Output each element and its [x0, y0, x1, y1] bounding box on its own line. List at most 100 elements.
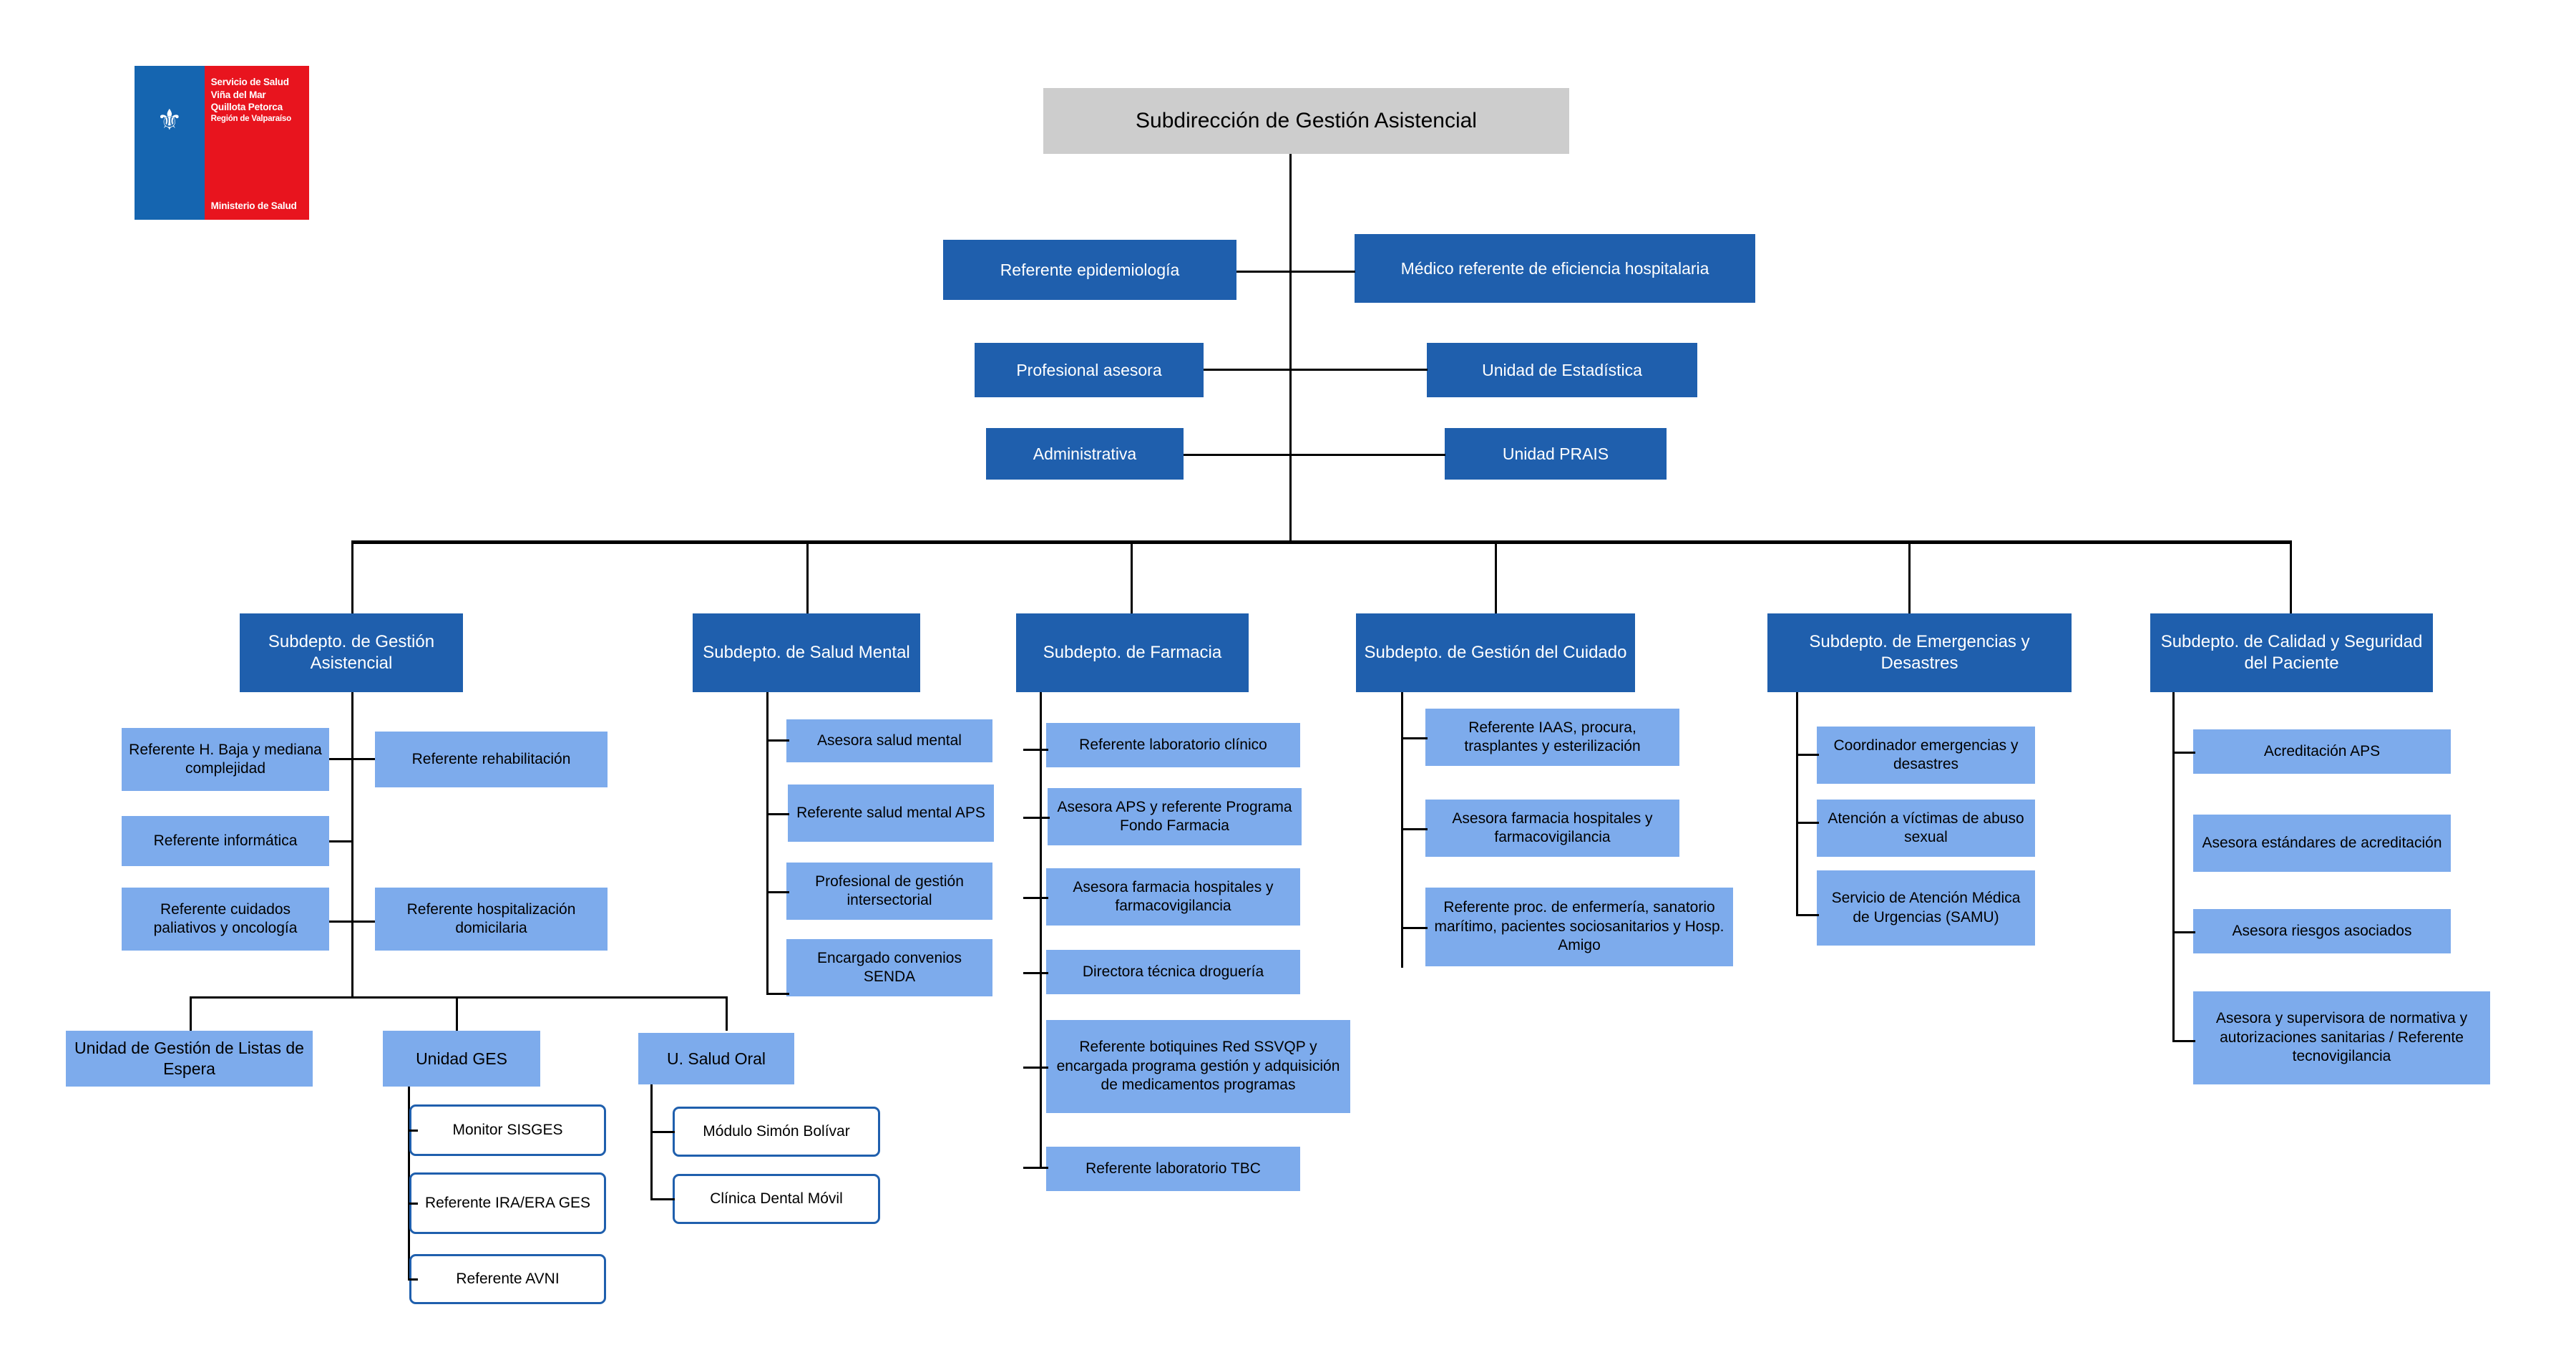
department-node-salud-mental[interactable]: Subdepto. de Salud Mental	[693, 613, 920, 692]
unit-node-salud-oral[interactable]: U. Salud Oral	[638, 1033, 794, 1084]
salud-oral-leaf-connector-0	[650, 1131, 675, 1133]
dept5-child-label-0: Acreditación APS	[2263, 742, 2381, 759]
dept5-child-label-1: Asesora estándares de acreditación	[2202, 834, 2442, 851]
child-asesora-aps-fondo-farmacia[interactable]: Asesora APS y referente Programa Fondo F…	[1048, 788, 1302, 845]
dept0-unit-drop-0	[190, 996, 192, 1031]
department-node-emergencias-desastres[interactable]: Subdepto. de Emergencias y Desastres	[1767, 613, 2072, 692]
coat-of-arms-icon: ⚜	[156, 104, 182, 136]
child-asesora-salud-mental[interactable]: Asesora salud mental	[786, 719, 992, 762]
child-referente-salud-mental-aps[interactable]: Referente salud mental APS	[788, 785, 994, 842]
child-referente-laboratorio-clinico[interactable]: Referente laboratorio clínico	[1046, 723, 1300, 767]
child-acreditacion-aps[interactable]: Acreditación APS	[2193, 729, 2451, 774]
dept4-child-label-2: Servicio de Atención Médica de Urgencias…	[1831, 890, 2021, 926]
dept0-connector-3	[329, 921, 375, 923]
staff-left-profesional-asesora[interactable]: Profesional asesora	[975, 343, 1204, 397]
unit-node-gestion-listas-espera[interactable]: Unidad de Gestión de Listas de Espera	[66, 1031, 313, 1087]
dept3-connector-0	[1401, 737, 1428, 739]
root-node-label: Subdirección de Gestión Asistencial	[1136, 109, 1477, 133]
child-samu[interactable]: Servicio de Atención Médica de Urgencias…	[1817, 870, 2035, 946]
child-asesora-farmacia-hospitales-farmacovigilancia[interactable]: Asesora farmacia hospitales y farmacovig…	[1046, 868, 1300, 926]
logo-blue-panel: ⚜	[135, 66, 205, 220]
leaf-monitor-sisges[interactable]: Monitor SISGES	[409, 1104, 606, 1156]
staff-right-label-1: Unidad de Estadística	[1482, 360, 1642, 379]
staff-right-label-2: Unidad PRAIS	[1502, 444, 1609, 463]
dept0-child-label-1: Referente rehabilitación	[411, 750, 571, 767]
dept0-child-label-3: Referente cuidados paliativos y oncologí…	[153, 900, 298, 936]
staff-right-unidad-prais[interactable]: Unidad PRAIS	[1445, 428, 1667, 480]
dept0-unit-label-1: Unidad GES	[416, 1049, 507, 1068]
child-asesora-estandares-acreditacion[interactable]: Asesora estándares de acreditación	[2193, 815, 2451, 872]
department-label-1: Subdepto. de Salud Mental	[703, 642, 910, 662]
child-referente-botiquines-ssvqp[interactable]: Referente botiquines Red SSVQP y encarga…	[1046, 1020, 1350, 1113]
ges-leaf-connector-2	[408, 1278, 418, 1281]
logo-red-panel: Servicio de Salud Viña del Mar Quillota …	[204, 66, 309, 220]
child-asesora-riesgos-asociados[interactable]: Asesora riesgos asociados	[2193, 909, 2451, 953]
root-node-subdireccion[interactable]: Subdirección de Gestión Asistencial	[1043, 88, 1569, 154]
department-node-gestion-asistencial[interactable]: Subdepto. de Gestión Asistencial	[240, 613, 463, 692]
department-node-farmacia[interactable]: Subdepto. de Farmacia	[1016, 613, 1249, 692]
staff-left-label-1: Profesional asesora	[1016, 360, 1162, 379]
child-referente-hospitalizacion-domicilaria[interactable]: Referente hospitalización domicilaria	[375, 888, 608, 951]
salud-oral-leaf-connector-1	[650, 1198, 675, 1200]
dept2-connector-1	[1023, 817, 1050, 819]
dept2-connector-0	[1023, 749, 1048, 751]
dept3-child-label-1: Asesora farmacia hospitales y farmacovig…	[1452, 810, 1653, 845]
child-asesora-farmacia-hospitales-cuidado[interactable]: Asesora farmacia hospitales y farmacovig…	[1425, 800, 1679, 857]
ges-leaf-connector-1	[408, 1203, 418, 1205]
dept0-child-label-2: Referente informática	[153, 832, 298, 849]
child-referente-h-baja-mediana[interactable]: Referente H. Baja y mediana complejidad	[122, 728, 329, 791]
dept4-connector-0	[1796, 754, 1819, 756]
child-asesora-supervisora-normativa[interactable]: Asesora y supervisora de normativa y aut…	[2193, 991, 2490, 1084]
dept4-child-label-1: Atención a víctimas de abuso sexual	[1828, 810, 2024, 845]
dept0-unit-label-2: U. Salud Oral	[666, 1049, 766, 1068]
leaf-clinica-dental-movil[interactable]: Clínica Dental Móvil	[673, 1174, 880, 1224]
child-referente-laboratorio-tbc[interactable]: Referente laboratorio TBC	[1046, 1147, 1300, 1191]
staff-left-referente-epidemiologia[interactable]: Referente epidemiología	[943, 240, 1236, 300]
staff-right-unidad-estadistica[interactable]: Unidad de Estadística	[1427, 343, 1697, 397]
child-referente-iaas-procura[interactable]: Referente IAAS, procura, trasplantes y e…	[1425, 709, 1679, 766]
department-node-calidad-seguridad[interactable]: Subdepto. de Calidad y Seguridad del Pac…	[2150, 613, 2433, 692]
dept0-connector-0	[329, 758, 375, 760]
staff-connector-row-2	[1184, 454, 1445, 456]
department-bus	[351, 540, 2291, 544]
child-atencion-victimas-abuso-sexual[interactable]: Atención a víctimas de abuso sexual	[1817, 800, 2035, 857]
staff-connector-row-1	[1204, 369, 1428, 371]
ges-leaf-label-0: Monitor SISGES	[452, 1121, 563, 1138]
dept4-spine	[1796, 692, 1798, 916]
child-profesional-gestion-intersectorial[interactable]: Profesional de gestión intersectorial	[786, 863, 992, 920]
logo-line-2: Viña del Mar	[210, 89, 266, 100]
leaf-referente-ira-era-ges[interactable]: Referente IRA/ERA GES	[409, 1172, 606, 1234]
dept3-connector-1	[1401, 828, 1428, 830]
dept2-child-label-4: Referente botiquines Red SSVQP y encarga…	[1056, 1039, 1340, 1094]
dept0-child-label-4: Referente hospitalización domicilaria	[406, 900, 576, 936]
staff-right-medico-referente-eficiencia[interactable]: Médico referente de eficiencia hospitala…	[1355, 234, 1755, 303]
child-referente-proc-enfermeria[interactable]: Referente proc. de enfermería, sanatorio…	[1425, 888, 1733, 966]
dept1-child-label-3: Encargado convenios SENDA	[817, 949, 962, 985]
department-label-2: Subdepto. de Farmacia	[1043, 642, 1222, 662]
servicio-de-salud-logo: ⚜ Servicio de Salud Viña del Mar Quillot…	[135, 66, 309, 220]
department-node-gestion-cuidado[interactable]: Subdepto. de Gestión del Cuidado	[1356, 613, 1635, 692]
dept2-child-label-1: Asesora APS y referente Programa Fondo F…	[1057, 798, 1292, 834]
child-directora-tecnica-drogueria[interactable]: Directora técnica droguería	[1046, 950, 1300, 994]
dept2-connector-2	[1023, 897, 1048, 899]
child-referente-informatica[interactable]: Referente informática	[122, 816, 329, 866]
child-referente-cuidados-paliativos[interactable]: Referente cuidados paliativos y oncologí…	[122, 888, 329, 951]
child-coordinador-emergencias[interactable]: Coordinador emergencias y desastres	[1817, 727, 2035, 784]
logo-line-3: Quillota Petorca	[210, 102, 283, 113]
department-label-5: Subdepto. de Calidad y Seguridad del Pac…	[2160, 631, 2423, 673]
leaf-referente-avni[interactable]: Referente AVNI	[409, 1254, 606, 1304]
child-referente-rehabilitacion[interactable]: Referente rehabilitación	[375, 732, 608, 787]
dept5-child-label-3: Asesora y supervisora de normativa y aut…	[2215, 1010, 2468, 1065]
dept5-connector-2	[2172, 931, 2195, 933]
unidad-ges-spine	[408, 1087, 410, 1280]
staff-left-administrativa[interactable]: Administrativa	[986, 428, 1184, 480]
dept0-connector-2	[329, 840, 353, 842]
dept1-connector-1	[766, 813, 789, 815]
leaf-modulo-simon-bolivar[interactable]: Módulo Simón Bolívar	[673, 1107, 880, 1157]
dept5-child-label-2: Asesora riesgos asociados	[2232, 922, 2412, 939]
unit-node-unidad-ges[interactable]: Unidad GES	[383, 1031, 540, 1087]
ges-leaf-connector-0	[408, 1130, 418, 1132]
child-encargado-convenios-senda[interactable]: Encargado convenios SENDA	[786, 939, 992, 996]
dept1-child-label-0: Asesora salud mental	[817, 732, 962, 749]
